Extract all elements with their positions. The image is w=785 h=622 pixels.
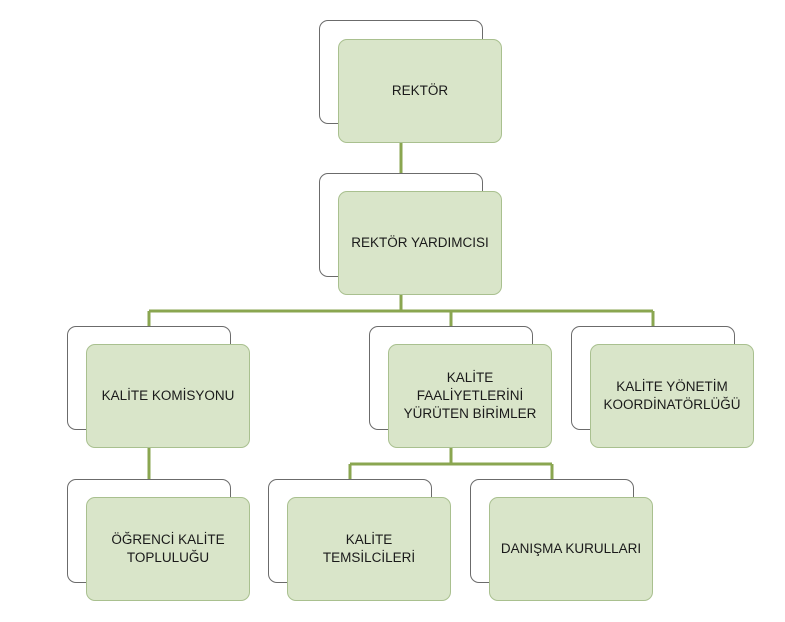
node-rektor: REKTÖR: [338, 39, 502, 143]
node-kalite-temsilcileri: KALİTE TEMSİLCİLERİ: [287, 497, 451, 601]
node-ogrenci-kalite: ÖĞRENCİ KALİTE TOPLULUĞU: [86, 497, 250, 601]
node-danisma-kurullari: DANIŞMA KURULLARI: [489, 497, 653, 601]
node-kalite-yonetim: KALİTE YÖNETİM KOORDİNATÖRLÜĞÜ: [590, 344, 754, 448]
node-kalite-komisyonu: KALİTE KOMİSYONU: [86, 344, 250, 448]
node-kalite-faaliyetleri: KALİTE FAALİYETLERİNİ YÜRÜTEN BİRİMLER: [388, 344, 552, 448]
node-rektor-yardimcisi: REKTÖR YARDIMCISI: [338, 191, 502, 295]
